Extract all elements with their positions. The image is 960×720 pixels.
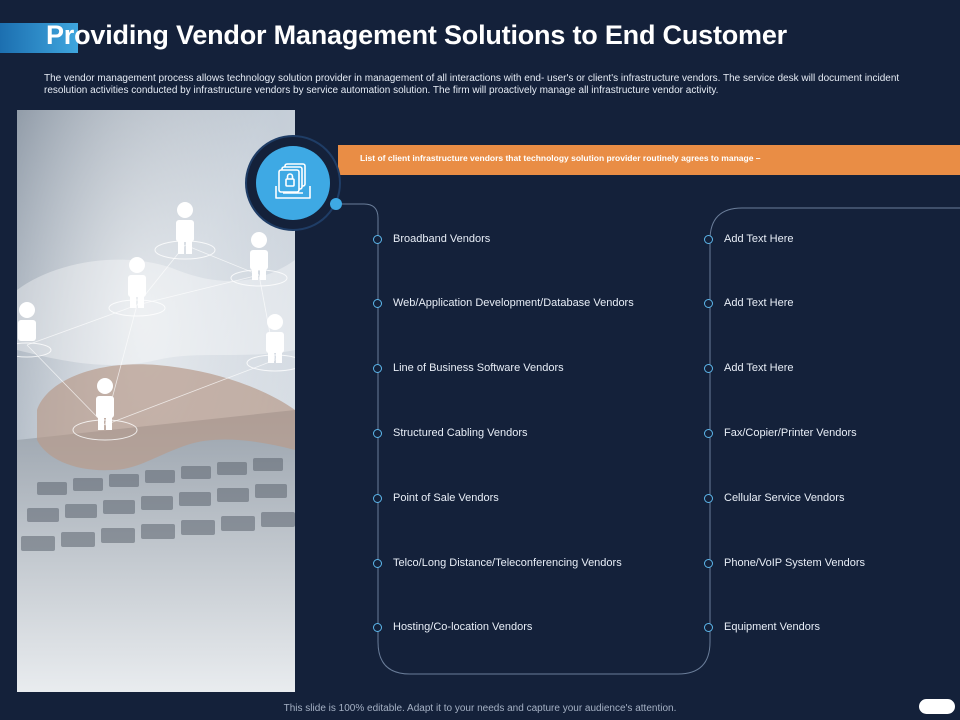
bullet-dot xyxy=(704,623,713,632)
bullet-dot xyxy=(704,559,713,568)
right-vendor-label: Equipment Vendors xyxy=(724,621,821,633)
bullet-dot xyxy=(373,364,382,373)
left-vendor-label: Telco/Long Distance/Teleconferencing Ven… xyxy=(393,557,622,569)
bullet-dot xyxy=(704,429,713,438)
page-title: Providing Vendor Management Solutions to… xyxy=(46,20,787,50)
bullet-dot xyxy=(373,235,382,244)
title-accent-bar xyxy=(0,23,78,53)
bullet-dot xyxy=(704,364,713,373)
bullet-dot xyxy=(373,559,382,568)
right-vendor-label: Add Text Here xyxy=(724,362,794,374)
left-vendor-label: Hosting/Co-location Vendors xyxy=(393,621,533,633)
left-vendor-label: Point of Sale Vendors xyxy=(393,492,499,504)
bullet-dot xyxy=(704,494,713,503)
right-vendor-label: Cellular Service Vendors xyxy=(724,492,845,504)
bullet-dot xyxy=(704,299,713,308)
hub-connector-dot xyxy=(330,198,342,210)
hub-circle xyxy=(245,135,341,231)
banner-text: List of client infrastructure vendors th… xyxy=(360,153,761,163)
right-vendor-label: Add Text Here xyxy=(724,233,794,245)
hub-inner-circle xyxy=(256,146,330,220)
bullet-dot xyxy=(373,623,382,632)
right-vendor-label: Phone/VoIP System Vendors xyxy=(724,557,866,569)
secure-documents-icon xyxy=(275,163,311,199)
bullet-dot xyxy=(373,429,382,438)
bullet-dot xyxy=(373,494,382,503)
right-vendor-label: Fax/Copier/Printer Vendors xyxy=(724,427,857,439)
bullet-dot xyxy=(373,299,382,308)
left-vendor-label: Broadband Vendors xyxy=(393,233,491,245)
left-vendor-label: Structured Cabling Vendors xyxy=(393,427,528,439)
left-vendor-label: Web/Application Development/Database Ven… xyxy=(393,297,634,309)
footer-pill xyxy=(919,699,955,714)
bullet-dot xyxy=(704,235,713,244)
vendors-banner: List of client infrastructure vendors th… xyxy=(338,145,960,175)
right-vendor-label: Add Text Here xyxy=(724,297,794,309)
footer-note: This slide is 100% editable. Adapt it to… xyxy=(283,703,677,714)
left-vendor-label: Line of Business Software Vendors xyxy=(393,362,564,374)
network-keyboard-image xyxy=(17,110,295,692)
intro-paragraph: The vendor management process allows tec… xyxy=(44,73,900,96)
